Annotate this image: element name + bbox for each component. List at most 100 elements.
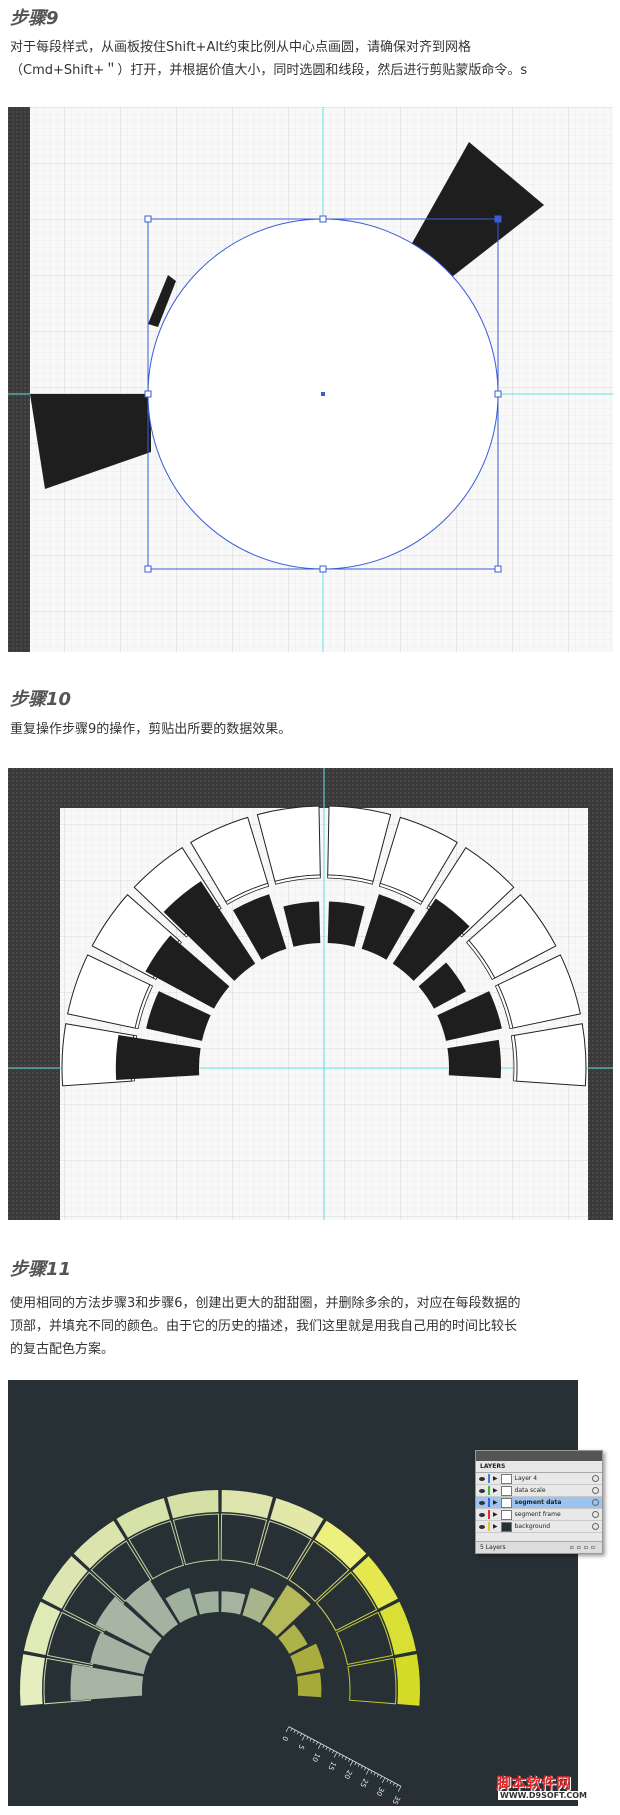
colored-outer-segment [73,1520,126,1569]
colored-outer-segment [42,1556,88,1609]
scale-tick [338,1753,341,1757]
selection-handles[interactable] [144,215,502,573]
scale-tick [328,1748,331,1752]
visibility-eye-icon[interactable] [479,1500,485,1505]
layers-panel-tab[interactable]: LAYERS [476,1461,602,1473]
layer-color-swatch [488,1498,490,1507]
layers-panel[interactable]: LAYERS ▶Layer 4▶data scale▶segment data▶… [475,1450,603,1554]
scale-tick [296,1731,299,1735]
scale-tick [397,1786,402,1792]
scale-tick [365,1769,370,1775]
segment-data-fill [163,881,256,981]
scale-tick [285,1726,290,1733]
layer-color-swatch [488,1486,490,1495]
scale-label: 30 [374,1786,385,1798]
segment-data-fill [447,1039,501,1079]
layer-thumbnail [500,1473,512,1484]
watermark-brand: 脚本软件网 [496,1774,572,1792]
step10-artboard-screenshot [8,768,613,1220]
scale-tick [389,1780,392,1784]
visibility-eye-icon[interactable] [479,1476,485,1481]
expand-triangle-icon[interactable]: ▶ [493,1487,498,1494]
scale-tick [360,1765,363,1769]
step9-title: 步骤9 [10,8,59,29]
visibility-eye-icon[interactable] [479,1524,485,1529]
layer-row[interactable]: ▶ data scale [476,1485,602,1497]
inner-data-segment [242,1587,275,1623]
expand-triangle-icon[interactable]: ▶ [493,1511,498,1518]
step11-description: 使用相同的方法步骤3和步骤6，创建出更大的甜甜圈，并删除多余的，对应在每段数据的… [10,1292,610,1361]
scale-tick [396,1784,399,1788]
segment-data [115,881,502,1080]
segment-frame [513,1023,587,1087]
expand-triangle-icon[interactable]: ▶ [493,1475,498,1482]
layer-target-icon[interactable] [592,1511,599,1518]
expand-triangle-icon[interactable]: ▶ [493,1523,498,1530]
scale-tick [344,1757,347,1761]
segment-left [30,394,151,489]
expand-triangle-icon[interactable]: ▶ [493,1499,498,1506]
scale-tick [306,1736,309,1740]
layer-target-icon[interactable] [592,1487,599,1494]
visibility-eye-icon[interactable] [479,1488,485,1493]
layer-row[interactable]: ▶segment frame [476,1509,602,1521]
step9-line-1: 对于每段样式，从画板按住Shift+Alt约束比例从中心点画圆，请确保对齐到网格 [10,40,472,55]
step9-line-2: （Cmd+Shift+＂）打开，并根据价值大小，同时选圆和线段，然后进行剪贴蒙版… [10,63,528,78]
scale-tick [381,1777,386,1784]
step11-line-3: 的复古配色方案。 [10,1342,115,1357]
inner-data-segment [296,1672,322,1698]
colored-outer-segment [116,1498,170,1538]
segment-data-fill [115,1034,201,1080]
layer-target-icon[interactable] [592,1499,599,1506]
inner-data-segment [221,1591,246,1615]
layer-target-icon[interactable] [592,1523,599,1530]
segment-data-fill [361,894,416,960]
scale-tick [317,1743,322,1750]
scale-tick [309,1738,312,1742]
scale-tick [325,1746,328,1750]
layer-target-icon[interactable] [592,1475,599,1482]
inner-data-segments [70,1580,325,1701]
inner-data-segment [261,1584,311,1637]
layer-color-swatch [488,1474,490,1483]
center-point [321,392,325,396]
segment-data-fill [327,901,365,947]
scale-label: 20 [342,1769,353,1781]
step9-description: 对于每段样式，从画板按住Shift+Alt约束比例从中心点画圆，请确保对齐到网格… [10,36,610,82]
segment-data-fill [146,991,211,1041]
scale-tick [341,1755,344,1759]
segment-frame-inner [465,939,496,981]
segment-frame-inner [494,984,514,1030]
layer-row[interactable]: ▶background [476,1521,602,1533]
layer-row[interactable]: ▶Layer 4 [476,1473,602,1485]
step11-title: 步骤11 [10,1259,72,1280]
scale-label: 25 [358,1777,369,1789]
layer-thumbnail [500,1521,512,1532]
inner-data-segment [278,1624,308,1654]
colored-outer-segment [314,1520,367,1569]
segment-outline [172,1513,220,1566]
watermark-url: WWW.D9SOFT.COM [498,1791,590,1800]
scale-label: 10 [310,1752,321,1764]
layer-row[interactable]: ▶segment data [476,1497,602,1509]
colored-outer-segment [19,1654,45,1706]
scale-tick [364,1767,367,1771]
step9-artboard-screenshot [8,107,613,652]
layers-footer-icons[interactable]: ▫▫▫▫ [569,1544,598,1551]
colored-outer-segment [167,1490,219,1519]
layers-panel-footer: 5 Layers ▫▫▫▫ [476,1541,602,1553]
layer-name: data scale [514,1487,546,1494]
scale-tick [354,1762,357,1766]
scale-tick [376,1774,379,1778]
layers-panel-titlebar[interactable] [476,1451,602,1461]
inner-data-segment [90,1632,150,1675]
step11-line-1: 使用相同的方法步骤3和步骤6，创建出更大的甜甜圈，并删除多余的，对应在每段数据的 [10,1296,521,1311]
segment-data-fill [283,901,321,947]
layer-color-swatch [488,1510,490,1519]
layer-thumbnail [500,1497,512,1508]
visibility-eye-icon[interactable] [479,1512,485,1517]
scale-tick [312,1740,315,1744]
scale-tick [386,1779,389,1783]
scale-tick [373,1772,376,1776]
